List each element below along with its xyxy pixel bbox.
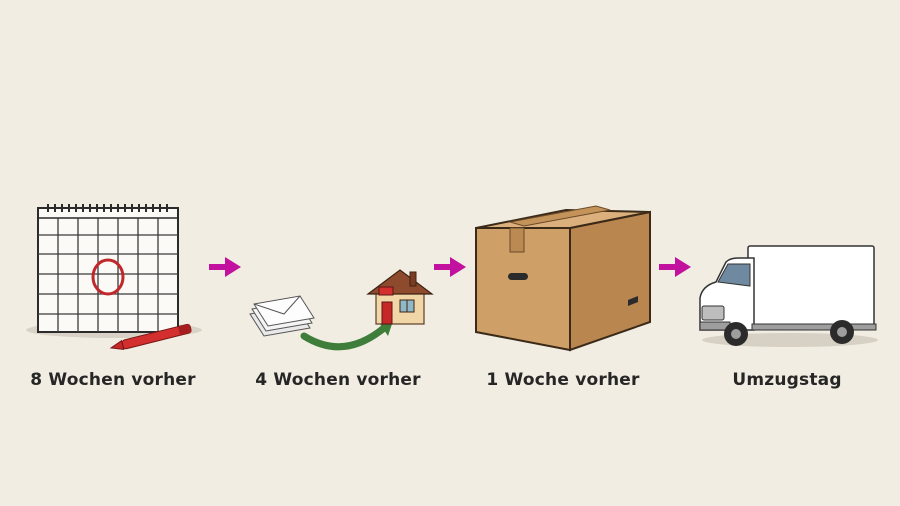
flow-arrow-2 bbox=[434, 257, 466, 277]
step-label-4: Umzugstag bbox=[732, 370, 842, 390]
step-label-2: 4 Wochen vorher bbox=[255, 370, 421, 390]
flow-arrow-3 bbox=[659, 257, 691, 277]
step-label-3: 1 Woche vorher bbox=[486, 370, 640, 390]
moving-box-icon bbox=[475, 205, 651, 352]
letters-to-house-icon bbox=[249, 269, 434, 351]
calendar-with-pen-icon bbox=[26, 204, 202, 350]
moving-truck-icon bbox=[699, 245, 878, 347]
step-label-1: 8 Wochen vorher bbox=[30, 370, 196, 390]
flow-arrow-1 bbox=[209, 257, 241, 277]
